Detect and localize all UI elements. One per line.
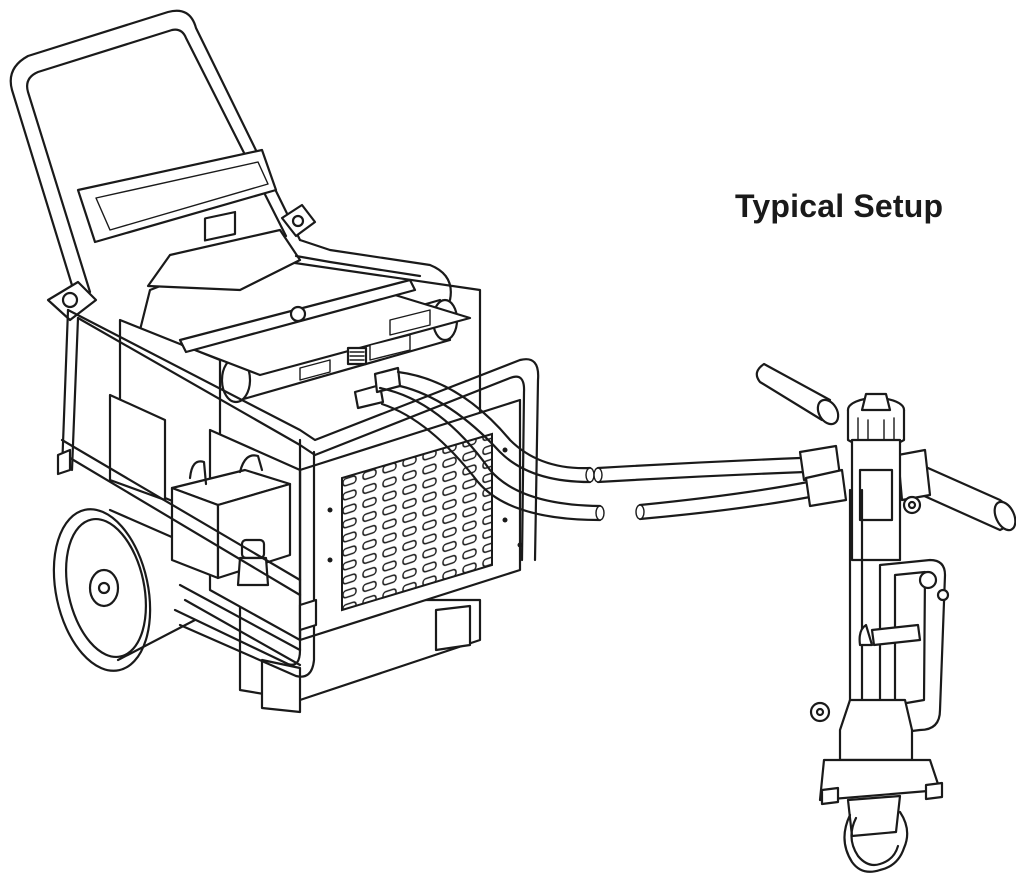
tool-handle-left bbox=[755, 362, 832, 422]
engine-body bbox=[108, 210, 482, 522]
handle-frame bbox=[9, 9, 317, 322]
label-plate bbox=[76, 148, 278, 244]
oil-fill-cap bbox=[236, 538, 270, 587]
diagram-title: Typical Setup bbox=[735, 188, 944, 224]
hose-coupler-tool-lower bbox=[804, 468, 848, 508]
tool-chuck bbox=[846, 794, 902, 838]
engine-cover bbox=[146, 228, 302, 292]
hydraulic-driver-tool bbox=[755, 362, 1016, 873]
grille bbox=[341, 432, 493, 612]
hydraulic-power-unit bbox=[9, 9, 540, 714]
hydraulic-hoses bbox=[353, 366, 848, 522]
roll-cage bbox=[56, 238, 540, 678]
